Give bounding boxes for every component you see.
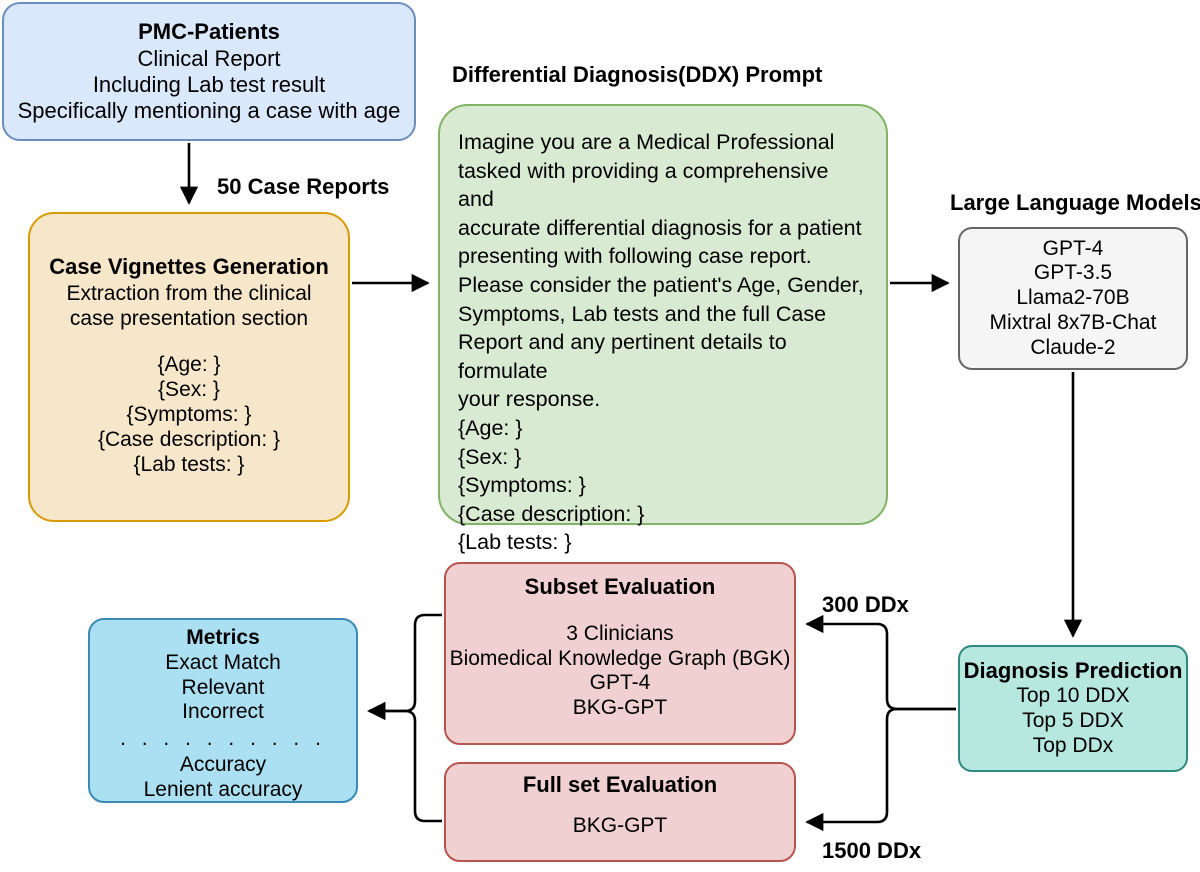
edge-prediction-to-subset (805, 614, 956, 711)
llm-item-gpt4: GPT-4 (1042, 236, 1104, 260)
node-diagnosis-prediction-title: Diagnosis Prediction (963, 658, 1183, 684)
llm-item-mixtral: Mixtral 8x7B-Chat (989, 310, 1157, 334)
diagnosis-prediction-top1: Top DDx (1032, 733, 1114, 757)
node-case-vignettes-field-age: {Age: } (157, 353, 221, 377)
metrics-item-relevant: Relevant (181, 675, 265, 699)
node-case-vignettes-line-2: case presentation section (69, 306, 309, 330)
node-diagnosis-prediction[interactable]: Diagnosis Prediction Top 10 DDX Top 5 DD… (958, 645, 1188, 772)
edge-label-case-reports: 50 Case Reports (217, 174, 390, 199)
node-pmc-patients-line-2: Including Lab test result (92, 72, 326, 97)
edge-subset-to-metrics (367, 613, 442, 721)
ddx-prompt-title: Differential Diagnosis(DDX) Prompt (452, 62, 823, 87)
ddx-prompt-field-lab-tests: {Lab tests: } (458, 530, 572, 555)
ddx-prompt-p1-line-2: tasked with providing a comprehensive an… (458, 158, 829, 212)
subset-eval-item-gpt4: GPT-4 (589, 671, 651, 695)
subset-eval-item-bkg-gpt: BKG-GPT (572, 696, 668, 720)
ddx-prompt-p1-line-4: presenting with following case report. (458, 244, 812, 269)
ddx-prompt-field-case-description: {Case description: } (458, 501, 645, 526)
node-case-vignettes-field-case-description: {Case description: } (97, 427, 281, 451)
llm-item-llama2-70b: Llama2-70B (1016, 286, 1130, 310)
ddx-prompt-field-symptoms: {Symptoms: } (458, 473, 586, 498)
metrics-item-lenient-accuracy: Lenient accuracy (143, 777, 303, 801)
edge-fullset-to-metrics (367, 701, 442, 823)
ddx-prompt-p2-line-1: Please consider the patient's Age, Gende… (458, 272, 864, 297)
node-subset-evaluation[interactable]: Subset Evaluation 3 Clinicians Biomedica… (444, 562, 796, 745)
node-large-language-models[interactable]: GPT-4 GPT-3.5 Llama2-70B Mixtral 8x7B-Ch… (958, 227, 1188, 370)
node-case-vignettes-field-lab-tests: {Lab tests: } (133, 452, 245, 476)
metrics-item-exact-match: Exact Match (165, 650, 281, 674)
node-pmc-patients-line-3: Specifically mentioning a case with age (17, 97, 401, 123)
node-subset-evaluation-title: Subset Evaluation (524, 574, 716, 599)
llms-title: Large Language Models (950, 190, 1200, 215)
node-pmc-patients-line-1: Clinical Report (137, 46, 281, 72)
ddx-prompt-p2-line-2: Symptoms, Lab tests and the full Case (458, 301, 827, 326)
node-full-set-evaluation-title: Full set Evaluation (522, 772, 718, 797)
node-metrics-title: Metrics (186, 626, 260, 649)
fullset-eval-item-bkg-gpt: BKG-GPT (572, 813, 668, 837)
node-pmc-patients-title: PMC-Patients (138, 19, 280, 45)
metrics-item-incorrect: Incorrect (182, 700, 264, 724)
node-full-set-evaluation[interactable]: Full set Evaluation BKG-GPT (444, 762, 796, 862)
ddx-prompt-p1-line-3: accurate differential diagnosis for a pa… (458, 215, 862, 240)
edge-label-300-ddx: 300 DDx (822, 592, 909, 617)
node-metrics[interactable]: Metrics Exact Match Relevant Incorrect .… (88, 618, 358, 803)
diagnosis-prediction-top5: Top 5 DDX (1022, 709, 1124, 733)
edge-prediction-to-fullset (805, 707, 956, 832)
llm-item-claude2: Claude-2 (1030, 335, 1116, 359)
node-case-vignettes-line-1: Extraction from the clinical (66, 281, 312, 305)
node-case-vignettes-field-sex: {Sex: } (158, 378, 220, 402)
llm-item-gpt35: GPT-3.5 (1033, 261, 1113, 285)
node-ddx-prompt[interactable]: Imagine you are a Medical Professional t… (438, 104, 888, 554)
edge-label-1500-ddx: 1500 DDx (822, 838, 922, 863)
ddx-prompt-field-sex: {Sex: } (458, 444, 522, 469)
node-case-vignettes-title: Case Vignettes Generation (49, 254, 329, 279)
ddx-prompt-p1-line-1: Imagine you are a Medical Professional (458, 130, 835, 154)
node-case-vignettes-field-symptoms: {Symptoms: } (126, 403, 252, 427)
diagnosis-prediction-top10: Top 10 DDX (1016, 684, 1130, 708)
node-case-vignettes-generation[interactable]: Case Vignettes Generation Extraction fro… (28, 212, 350, 522)
subset-eval-item-bgk: Biomedical Knowledge Graph (BGK) (449, 646, 791, 670)
ddx-prompt-p2-line-4: your response. (458, 387, 601, 412)
metrics-item-accuracy: Accuracy (179, 753, 267, 777)
metrics-separator-dots: . . . . . . . . . . (120, 727, 326, 751)
ddx-prompt-p2-line-3: Report and any pertinent details to form… (458, 330, 787, 383)
subset-eval-item-clinicians: 3 Clinicians (566, 621, 674, 645)
node-pmc-patients[interactable]: PMC-Patients Clinical Report Including L… (2, 2, 416, 141)
ddx-prompt-field-age: {Age: } (458, 415, 523, 440)
